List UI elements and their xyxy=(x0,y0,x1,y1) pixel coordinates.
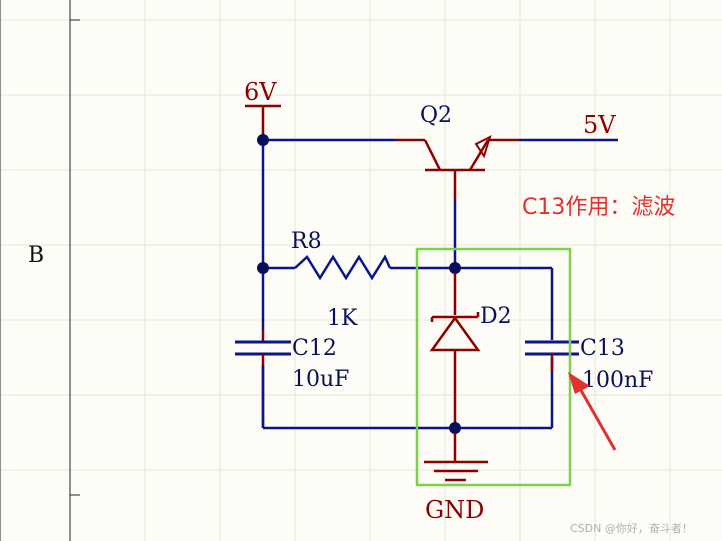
transistor-q2-label: Q2 xyxy=(420,103,452,128)
ground-label: GND xyxy=(425,496,484,524)
net-5v-label: 5V xyxy=(583,111,616,139)
diode-d2 xyxy=(429,268,481,428)
junction-dot xyxy=(449,422,461,434)
resistor-r8-label: R8 xyxy=(291,229,322,254)
junction-dot xyxy=(449,262,461,274)
zone-label: B xyxy=(28,243,44,268)
resistor-r8-value: 1K xyxy=(327,306,358,331)
highlight-box xyxy=(415,247,572,487)
capacitor-c12 xyxy=(235,330,291,428)
power-6v-label: 6V xyxy=(244,78,277,106)
ground-symbol xyxy=(424,428,488,482)
resistor-r8 xyxy=(294,254,392,281)
capacitor-c13-value: 100nF xyxy=(582,368,653,393)
junction-dot xyxy=(257,134,269,146)
transistor-q2 xyxy=(395,135,520,200)
capacitor-c12-value: 10uF xyxy=(292,367,349,392)
junction-dot xyxy=(257,262,269,274)
annotation-text: C13作用：滤波 xyxy=(522,195,675,220)
capacitor-c13-label: C13 xyxy=(580,336,625,361)
capacitor-c12-label: C12 xyxy=(292,336,337,361)
watermark: CSDN @你好，奋斗者！ xyxy=(570,521,693,535)
diode-d2-label: D2 xyxy=(480,304,512,329)
annotation-arrow xyxy=(568,372,617,451)
sheet-frame xyxy=(0,0,80,541)
junctions xyxy=(257,134,461,434)
